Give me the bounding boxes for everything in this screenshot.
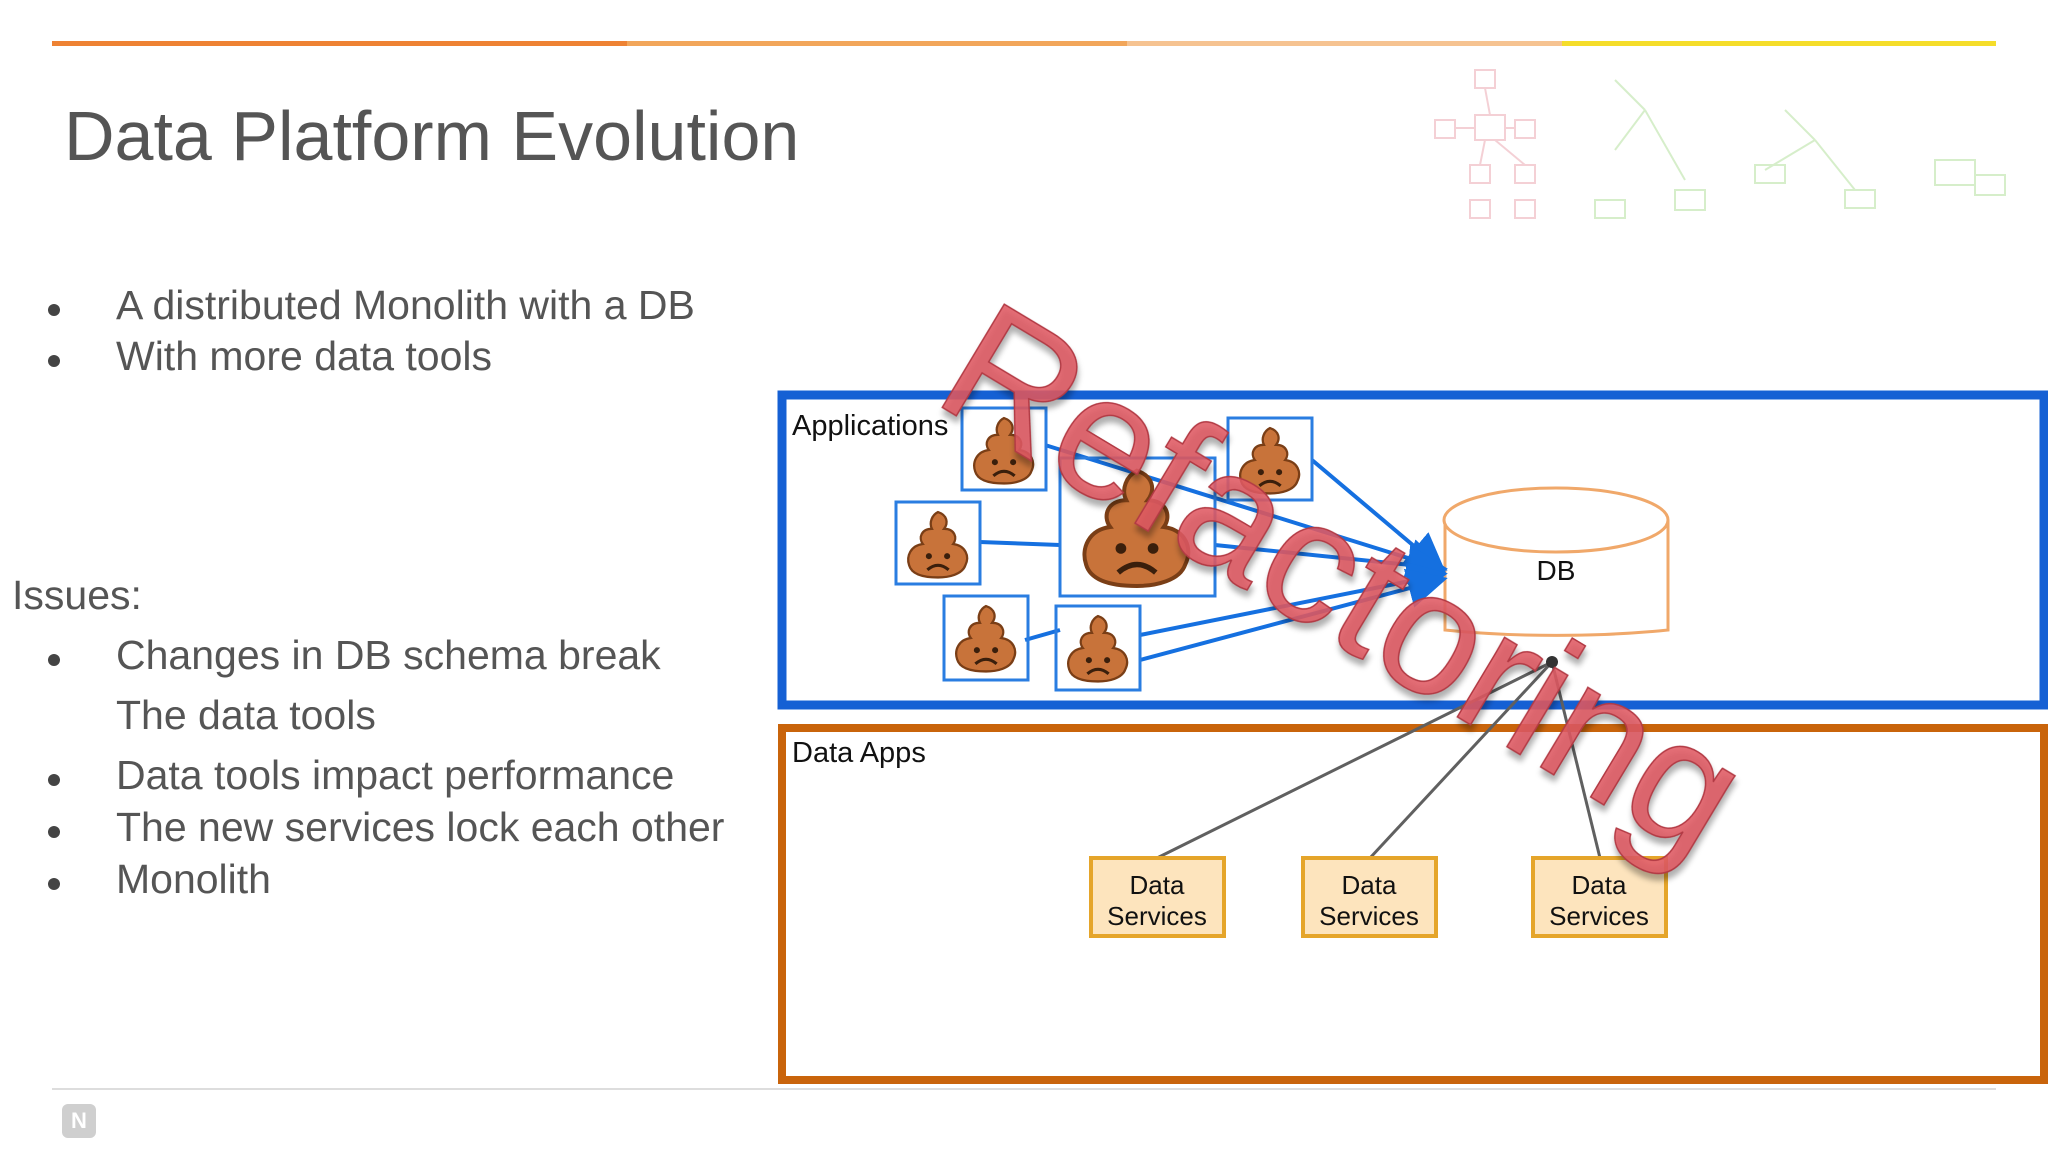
accent-segment-2 [627,41,1127,46]
service-icons [894,406,1314,692]
thumbnail-tree-1 [1434,69,1536,219]
architecture-thumbnails-decoration [1434,69,2006,219]
data-service-box: Data Services [1089,856,1226,938]
accent-segment-3 [1127,41,1562,46]
db-connector [1368,660,1554,860]
thumbnail-tree-3 [1754,109,1876,209]
data-service-box: Data Services [1531,856,1668,938]
data-service-line2: Services [1319,901,1419,931]
footer-divider [52,1088,1996,1090]
app-db-arrow [1044,443,1448,578]
app-to-db-arrows [979,443,1448,662]
accent-segment-4 [1562,41,1996,46]
applications-label: Applications [792,410,948,442]
issue-item-continuation: The data tools [116,692,376,738]
data-service-boxes: Data Services Data Services Data Service… [1089,856,1668,938]
app-link [1024,628,1061,642]
app-link [979,540,1061,547]
bullet-item: With more data tools [116,333,492,379]
app-db-arrow [1214,543,1448,585]
service-frame [1226,416,1314,502]
bullet-dot [48,826,60,838]
data-service-box: Data Services [1301,856,1438,938]
applications-box [777,390,2048,710]
service-frame [1054,604,1142,692]
data-service-line2: Services [1107,901,1207,931]
data-service-line1: Data [1342,870,1397,900]
app-logo-icon: N [62,1104,96,1138]
app-db-arrow [1139,561,1448,637]
service-frame-large [1058,456,1217,598]
db-label: DB [1537,555,1576,586]
accent-segment-1 [52,41,627,46]
sad-poop-emoji-icon [954,604,1017,673]
thumbnail-tree-2 [1594,79,1706,219]
service-frame [960,406,1048,492]
issue-item: Monolith [116,856,271,902]
top-accent-bar [52,41,1996,46]
sad-poop-emoji-icon [906,510,969,579]
db-to-data-services-connectors [1156,660,1602,860]
db-connector-junction [1546,656,1558,668]
data-service-line1: Data [1572,870,1627,900]
sad-poop-emoji-icon [1066,614,1129,683]
data-service-line1: Data [1130,870,1185,900]
bullet-item: A distributed Monolith with a DB [116,282,695,328]
bullet-dot [48,878,60,890]
data-apps-label: Data Apps [792,737,926,769]
app-db-arrow [1139,568,1448,662]
bullet-dot [48,774,60,786]
issue-item: The new services lock each other [116,804,725,850]
db-connector [1550,661,1602,859]
issue-item: Changes in DB schema break [116,632,661,678]
db-cylinder: DB [1442,486,1670,637]
thumbnail-tree-4 [1934,159,2006,196]
slide-title: Data Platform Evolution [64,97,800,175]
data-apps-box [778,724,2048,1084]
bullet-dot [48,304,60,316]
service-frame [894,500,982,586]
issue-item: Data tools impact performance [116,752,675,798]
service-frame [942,594,1030,682]
bullet-dot [48,355,60,367]
data-service-line2: Services [1549,901,1649,931]
bullet-dot [48,654,60,666]
db-connector [1156,660,1553,860]
issues-heading: Issues: [12,572,142,618]
